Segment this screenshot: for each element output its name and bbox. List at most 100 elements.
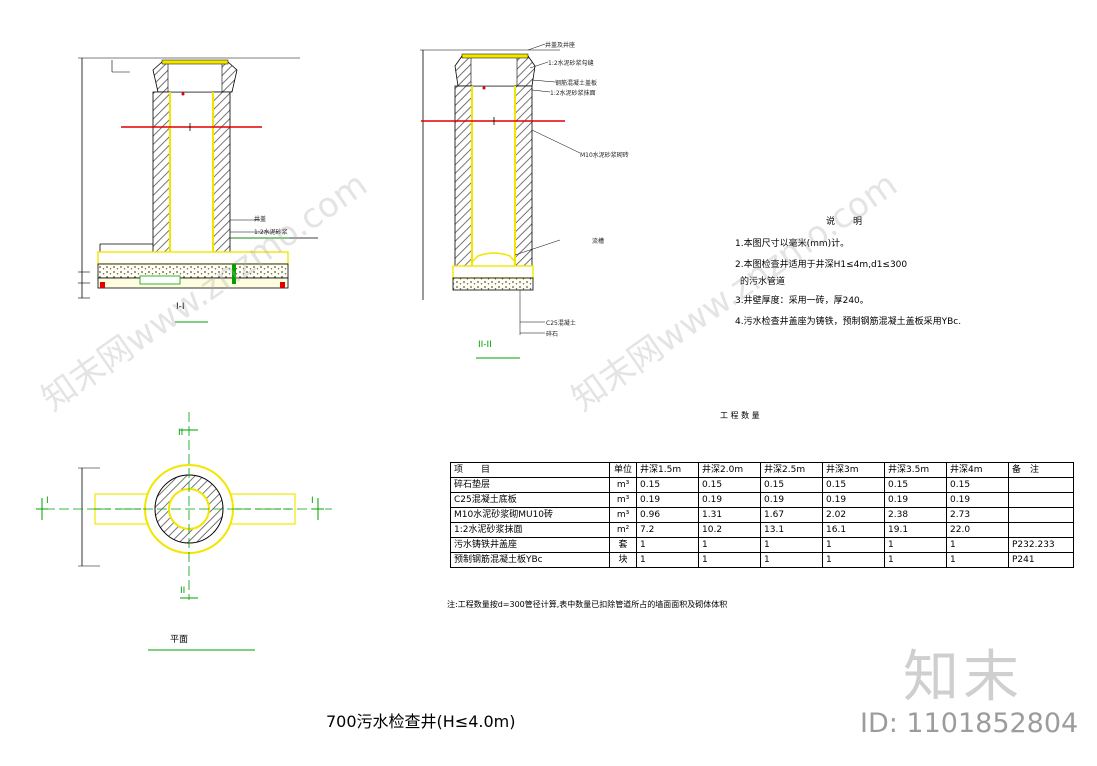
table-cell: 0.19	[946, 492, 1009, 508]
table-cell: 1	[760, 537, 823, 553]
drawing-title: 700污水检查井(H≤4.0m)	[326, 712, 516, 731]
table-cell: 0.15	[946, 477, 1009, 493]
table-header-row: 项 目 单位 井深1.5m 井深2.0m 井深2.5m 井深3m 井深3.5m …	[450, 462, 1074, 478]
table-cell: 7.2	[636, 522, 699, 538]
table-cell: 0.15	[636, 477, 699, 493]
table-cell	[1008, 522, 1074, 538]
table-cell: m²	[609, 522, 637, 538]
table-cell: 10.2	[698, 522, 761, 538]
table-cell: 1.31	[698, 507, 761, 523]
watermark-id: ID: 1101852804	[860, 708, 1079, 739]
table-header-cell: 井深2.0m	[698, 462, 761, 478]
quantities-table: 项 目 单位 井深1.5m 井深2.0m 井深2.5m 井深3m 井深3.5m …	[450, 462, 1074, 568]
table-cell: 块	[609, 552, 637, 568]
table-header-cell: 备 注	[1008, 462, 1074, 478]
section-2-drawing	[420, 43, 581, 359]
section1-label-mortar: 1:2水泥砂浆	[254, 229, 288, 236]
table-cell: 0.15	[884, 477, 947, 493]
section2-label-4: M10水泥砂浆砌砖	[580, 152, 629, 159]
section2-label-2: 钢筋混凝土盖板	[555, 80, 598, 87]
table-row: M10水泥砂浆砌MU10砖 m³ 0.96 1.31 1.67 2.02 2.3…	[450, 507, 1074, 523]
table-cell: 1.67	[760, 507, 823, 523]
note-1: 1.本图尺寸以毫米(mm)计。	[735, 239, 850, 249]
table-header-cell: 单位	[609, 462, 637, 478]
table-cell: m³	[609, 492, 637, 508]
table-cell: 2.73	[946, 507, 1009, 523]
table-cell: 1	[822, 552, 885, 568]
table-row: 1:2水泥砂浆抹面 m² 7.2 10.2 13.1 16.1 19.1 22.…	[450, 522, 1074, 538]
table-cell: 套	[609, 537, 637, 553]
table-cell: 1	[636, 537, 699, 553]
table-header-cell: 井深3.5m	[884, 462, 947, 478]
table-cell: 1	[760, 552, 823, 568]
table-header-cell: 井深4m	[946, 462, 1009, 478]
table-cell: P232.233	[1008, 537, 1074, 553]
table-cell: 0.19	[760, 492, 823, 508]
table-cell: 碎石垫层	[450, 477, 610, 493]
table-cell: 2.02	[822, 507, 885, 523]
table-header-cell: 井深1.5m	[636, 462, 699, 478]
table-cell: 1	[946, 552, 1009, 568]
table-header-cell: 井深2.5m	[760, 462, 823, 478]
table-cell: 1	[884, 537, 947, 553]
table-cell: 19.1	[884, 522, 947, 538]
table-cell: 1	[822, 537, 885, 553]
table-cell: 16.1	[822, 522, 885, 538]
table-cell: 0.19	[636, 492, 699, 508]
table-cell: 1	[884, 552, 947, 568]
table-cell: 22.0	[946, 522, 1009, 538]
table-cell: 0.15	[822, 477, 885, 493]
section2-label-7: 碎石	[546, 331, 559, 338]
table-header-cell: 井深3m	[822, 462, 885, 478]
table-header-cell: 项 目	[450, 462, 610, 478]
table-row: 预制钢筋混凝土板YBc 块 1 1 1 1 1 1 P241	[450, 552, 1074, 568]
table-cell: m³	[609, 507, 637, 523]
table-cell: 1	[698, 552, 761, 568]
table-cell: 预制钢筋混凝土板YBc	[450, 552, 610, 568]
table-cell: M10水泥砂浆砌MU10砖	[450, 507, 610, 523]
plan-marker-left: I	[46, 496, 49, 506]
plan-drawing	[36, 412, 332, 651]
table-cell: 1	[698, 537, 761, 553]
table-cell: 0.19	[698, 492, 761, 508]
plan-marker-top: II	[178, 428, 184, 438]
section2-label-5: 流槽	[592, 238, 605, 245]
table-cell: 0.19	[822, 492, 885, 508]
section-1-drawing	[78, 57, 318, 323]
table-cell: 1	[636, 552, 699, 568]
table-cell: m³	[609, 477, 637, 493]
note-2-cont: 的污水管道	[740, 277, 786, 287]
section2-label-1: 1:2水泥砂浆勾缝	[548, 60, 594, 67]
table-footnote: 注:工程数量按d=300管径计算,表中数量已扣除管道所占的墙面面积及砌体体积	[447, 600, 728, 609]
plan-label: 平面	[170, 635, 189, 645]
table-cell	[1008, 477, 1074, 493]
section-1-label: I-I	[176, 302, 185, 312]
plan-marker-bottom: II	[180, 586, 186, 596]
table-cell: 0.19	[884, 492, 947, 508]
table-cell: 2.38	[884, 507, 947, 523]
notes-heading: 说 明	[826, 217, 863, 227]
table-cell: 污水铸铁井盖座	[450, 537, 610, 553]
table-cell: 13.1	[760, 522, 823, 538]
note-2: 2.本图检查井适用于井深H1≤4m,d1≤300	[735, 260, 908, 270]
section2-label-3: 1:2水泥砂浆抹面	[550, 90, 596, 97]
table-cell: 1	[946, 537, 1009, 553]
section1-label-cover: 井盖	[254, 216, 267, 223]
watermark-brand: 知末	[903, 645, 1023, 710]
table-cell: P241	[1008, 552, 1074, 568]
note-4: 4.污水检查井盖座为铸铁，预制钢筋混凝土盖板采用YBc.	[735, 317, 962, 327]
table-cell	[1008, 507, 1074, 523]
table-row: 碎石垫层 m³ 0.15 0.15 0.15 0.15 0.15 0.15	[450, 477, 1074, 493]
table-cell	[1008, 492, 1074, 508]
quantities-title: 工 程 数 量	[720, 411, 760, 420]
table-cell: 0.15	[698, 477, 761, 493]
note-3: 3.井壁厚度：采用一砖，厚240。	[735, 296, 869, 306]
plan-marker-right: I	[311, 496, 314, 506]
table-cell: 1:2水泥砂浆抹面	[450, 522, 610, 538]
section-2-label: II-II	[478, 340, 492, 350]
table-cell: C25混凝土底板	[450, 492, 610, 508]
table-row: 污水铸铁井盖座 套 1 1 1 1 1 1 P232.233	[450, 537, 1074, 553]
table-row: C25混凝土底板 m³ 0.19 0.19 0.19 0.19 0.19 0.1…	[450, 492, 1074, 508]
section2-label-6: C25混凝土	[546, 320, 576, 327]
